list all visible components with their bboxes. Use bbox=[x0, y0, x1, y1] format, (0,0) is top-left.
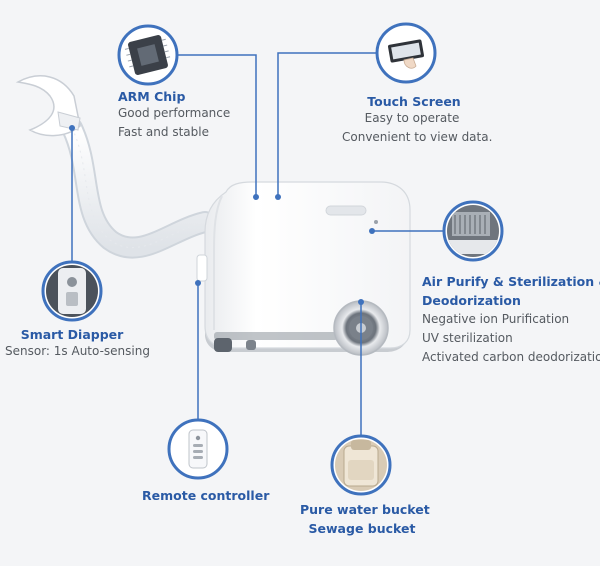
arm-chip-title: ARM Chip bbox=[118, 89, 186, 104]
device-body bbox=[196, 181, 411, 356]
smart-diapper-title: Smart Diapper bbox=[20, 327, 124, 342]
connector-lines bbox=[71, 52, 444, 436]
air-purify-line-2: UV sterilization bbox=[422, 331, 513, 345]
air-purify-title-2: Deodorization bbox=[422, 293, 521, 308]
air-purify-line-1: Negative ion Purification bbox=[422, 312, 570, 326]
diaper-sensor-icon bbox=[41, 260, 103, 322]
diaper-attachment bbox=[15, 75, 81, 137]
bucket-title-1: Pure water bucket bbox=[300, 502, 430, 517]
air-filter-icon bbox=[442, 200, 504, 262]
remote-controller-label: Remote controller bbox=[142, 488, 269, 503]
remote-controller-title: Remote controller bbox=[142, 488, 270, 503]
bucket-label: Pure water bucket Sewage bucket bbox=[300, 500, 430, 538]
bucket-title-2: Sewage bucket bbox=[308, 521, 416, 536]
hose bbox=[61, 117, 216, 259]
touch-screen-line-1: Easy to operate bbox=[364, 111, 460, 125]
chip-icon bbox=[117, 24, 179, 86]
touch-screen-title: Touch Screen bbox=[367, 94, 461, 109]
touch-screen-label: Touch Screen Easy to operate Convenient … bbox=[342, 94, 493, 147]
arm-chip-line-2: Fast and stable bbox=[118, 125, 209, 139]
remote-controller-icon bbox=[167, 418, 229, 480]
arm-chip-label: ARM Chip Good performance Fast and stabl… bbox=[118, 89, 230, 142]
touch-screen-line-2: Convenient to view data. bbox=[342, 130, 493, 144]
arm-chip-line-1: Good performance bbox=[118, 106, 231, 120]
smart-diapper-label: Smart Diapper Sensor: 1s Auto-sensing bbox=[5, 327, 150, 361]
air-purify-line-3: Activated carbon deodorization bbox=[422, 350, 600, 364]
air-purify-label: Air Purify & Sterilization & Deodorizati… bbox=[422, 272, 600, 367]
connector-dots bbox=[69, 125, 375, 305]
smart-diapper-line-1: Sensor: 1s Auto-sensing bbox=[5, 344, 150, 358]
water-bucket-icon bbox=[330, 434, 392, 496]
air-purify-title-1: Air Purify & Sterilization & bbox=[422, 274, 600, 289]
touch-screen-icon bbox=[375, 22, 437, 84]
